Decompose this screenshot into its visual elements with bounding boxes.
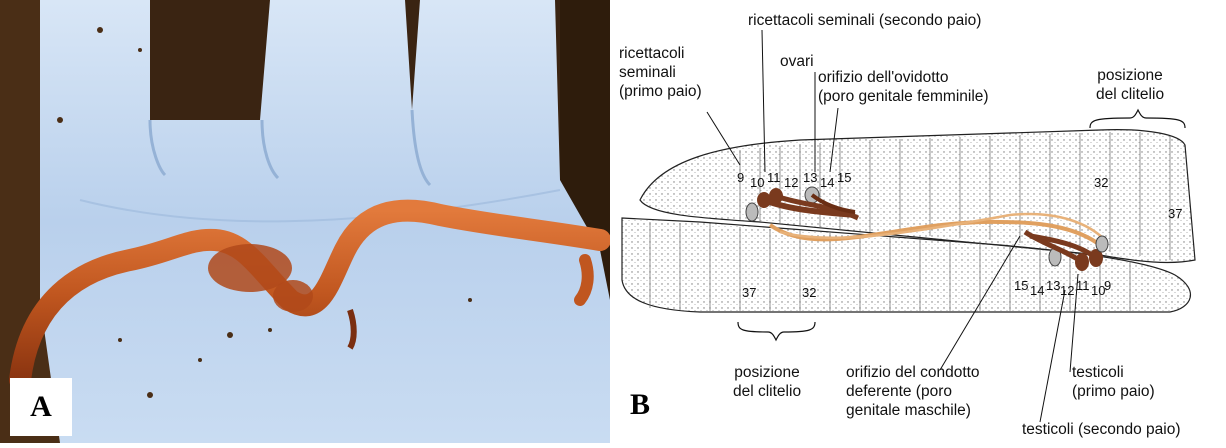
segment-number: 32	[802, 285, 816, 300]
segment-number: 15	[837, 170, 851, 185]
label-oviduct-opening: orifizio dell'ovidotto (poro genitale fe…	[818, 68, 989, 106]
segment-number: 11	[767, 170, 781, 185]
label-sperm-duct-opening: orifizio del condotto deferente (poro ge…	[846, 363, 980, 420]
label-clitellum-position-top: posizione del clitelio	[1096, 66, 1164, 104]
segment-number: 13	[1046, 278, 1060, 293]
label-testes-first-pair: testicoli (primo paio)	[1072, 363, 1155, 401]
earthworm-photo-illustration	[0, 0, 610, 443]
segment-number: 37	[1168, 206, 1182, 221]
label-clitellum-position-bottom: posizione del clitelio	[733, 363, 801, 401]
clitellum-brace-top	[1090, 110, 1185, 128]
segment-number: 14	[1030, 283, 1044, 298]
panel-letter-a: A	[10, 378, 72, 436]
clitellum-brace-bottom	[738, 322, 815, 340]
segment-number: 11	[1076, 278, 1090, 293]
segment-number: 12	[1060, 283, 1074, 298]
label-ovaries: ovari	[780, 52, 814, 71]
segment-number: 14	[820, 175, 834, 190]
label-seminal-receptacles-first: ricettacoli seminali (primo paio)	[619, 44, 702, 101]
label-testes-second-pair: testicoli (secondo paio)	[1022, 420, 1181, 439]
label-seminal-receptacles-second: ricettacoli seminali (secondo paio)	[748, 11, 981, 30]
panel-a-photo: A	[0, 0, 610, 443]
segment-number: 32	[1094, 175, 1108, 190]
segment-number: 13	[803, 170, 817, 185]
segment-number: 37	[742, 285, 756, 300]
segment-number: 12	[784, 175, 798, 190]
segment-number: 15	[1014, 278, 1028, 293]
segment-number: 9	[1104, 278, 1111, 293]
segment-number: 9	[737, 170, 744, 185]
panel-letter-b: B	[630, 388, 650, 422]
segment-number: 10	[750, 175, 764, 190]
